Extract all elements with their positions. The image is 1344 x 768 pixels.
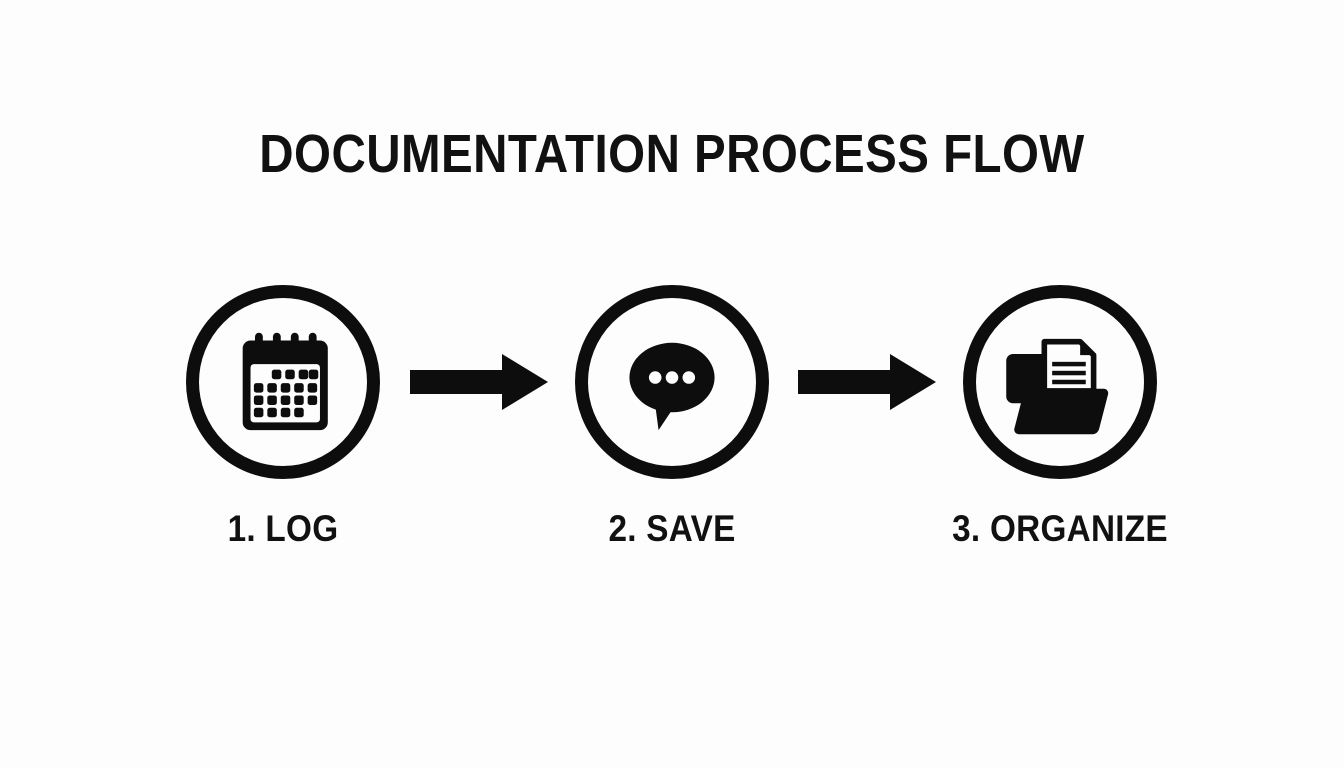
folder-document-icon [1004, 326, 1116, 438]
calendar-icon [227, 326, 339, 438]
process-flow-row [0, 285, 1344, 485]
flow-step-organize[interactable] [963, 285, 1157, 479]
step-label-organize: 3. ORGANIZE [952, 508, 1168, 549]
step-label-save: 2. SAVE [608, 508, 736, 549]
step-labels-row: 1. LOG 2. SAVE 3. ORGANIZE [0, 508, 1344, 568]
step-label-log: 1. LOG [227, 508, 339, 549]
speech-bubble-icon [616, 326, 728, 438]
flow-step-save[interactable] [575, 285, 769, 479]
page-title: DOCUMENTATION PROCESS FLOW [259, 124, 1085, 184]
flow-step-log[interactable] [186, 285, 380, 479]
arrow-save-to-organize-icon [798, 353, 936, 411]
arrow-log-to-save-icon [410, 353, 548, 411]
